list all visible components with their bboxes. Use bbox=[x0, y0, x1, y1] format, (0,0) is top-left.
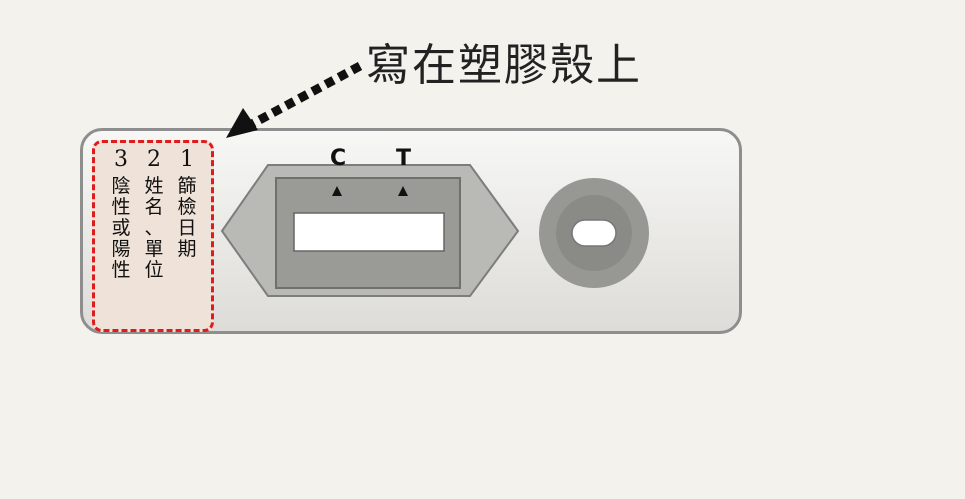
column-char: 單 bbox=[144, 238, 164, 260]
column-number: 3 bbox=[114, 147, 128, 172]
test-line-marker-icon bbox=[398, 186, 408, 196]
control-line-marker-icon bbox=[332, 186, 342, 196]
sample-well-hole bbox=[571, 219, 617, 247]
column-char: 篩 bbox=[177, 175, 197, 197]
callout-arrow-line bbox=[249, 62, 363, 128]
label-column-1: 1 篩 檢 日 期 bbox=[176, 148, 198, 260]
column-char: 期 bbox=[177, 238, 197, 260]
column-char: 日 bbox=[177, 217, 197, 239]
column-char: 性 bbox=[111, 259, 131, 281]
callout-text: 寫在塑膠殼上 bbox=[366, 40, 642, 91]
column-char: 姓 bbox=[144, 175, 164, 197]
column-char: 位 bbox=[144, 259, 164, 281]
test-line-label: T bbox=[396, 146, 412, 171]
label-column-2: 2 姓 名 、 單 位 bbox=[143, 148, 165, 281]
column-number: 1 bbox=[180, 147, 194, 172]
column-char: 檢 bbox=[177, 196, 197, 218]
column-char: 或 bbox=[111, 217, 131, 239]
result-strip bbox=[293, 212, 445, 252]
column-char: 、 bbox=[144, 217, 164, 239]
column-char: 名 bbox=[144, 196, 164, 218]
label-area bbox=[92, 140, 214, 332]
column-char: 性 bbox=[111, 196, 131, 218]
callout-arrow-head-icon bbox=[226, 108, 258, 138]
column-char: 陽 bbox=[111, 238, 131, 260]
column-char: 陰 bbox=[111, 175, 131, 197]
column-number: 2 bbox=[147, 147, 161, 172]
label-column-3: 3 陰 性 或 陽 性 bbox=[110, 148, 132, 281]
control-line-label: C bbox=[330, 146, 347, 171]
